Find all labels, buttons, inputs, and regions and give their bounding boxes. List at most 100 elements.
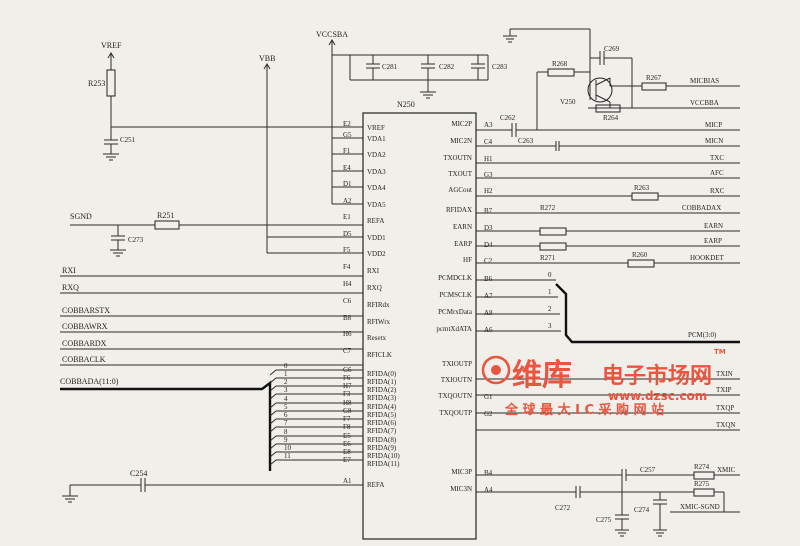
ic-left-pin-number: B8 <box>343 314 352 322</box>
watermark-logo-icon <box>481 355 511 385</box>
ic-left-pin-number: F4 <box>343 263 351 271</box>
ic-left-pin-number: D5 <box>343 230 352 238</box>
v250-label: V250 <box>560 98 576 106</box>
ic-right-pin-name: TXQOUTP <box>439 409 472 417</box>
ic-left-pin-name: RFICLK <box>367 351 392 359</box>
ic-left-pin-name: RFIDA(11) <box>367 460 400 468</box>
r251-resistor <box>154 220 180 230</box>
ic-left-pin-name: RFIDA(1) <box>367 378 397 386</box>
c254-label: C254 <box>130 469 147 478</box>
ic-left-pin-name: RFIDA(8) <box>367 436 397 444</box>
ic-left-pin-name: VREF <box>367 124 385 132</box>
xmic-label: XMIC <box>717 466 736 474</box>
r275-resistor <box>693 488 715 497</box>
ic-left-pin-number: F1 <box>343 147 351 155</box>
ic-right-pin-number: G2 <box>484 410 493 418</box>
bus-tap <box>269 402 277 409</box>
vbb-net: VBB <box>259 54 363 254</box>
bus-index-label: 8 <box>284 428 288 436</box>
rxi-label: RXI <box>62 266 76 275</box>
rxq-label: RXQ <box>62 283 79 292</box>
r272-resistor <box>539 227 567 236</box>
ic-left-pin-name: Resetx <box>367 334 387 342</box>
cobbawrx-label: COBBAWRX <box>62 322 108 331</box>
r271-label: R271 <box>540 254 556 262</box>
r272-label: R272 <box>540 204 556 212</box>
ic-left-pin-name: RFIDA(3) <box>367 394 397 402</box>
ic-right-pin-number: A6 <box>484 326 493 334</box>
r268-resistor <box>547 68 575 77</box>
watermark: 维库 电子市场网 TM www.dzsc.com 全 球 最 大 I C 采 购… <box>481 348 726 418</box>
r260-label: R260 <box>632 251 648 259</box>
ic-left-pin-number: C7 <box>343 347 352 355</box>
ic-left-pin-name: REFA <box>367 217 384 225</box>
bus-tap <box>269 393 277 400</box>
ic-left-pin-name: RFIDA(4) <box>367 403 397 411</box>
bus-index-label: 7 <box>284 419 288 427</box>
ic-left-pin-name: RFIDA(6) <box>367 419 397 427</box>
bus-tap <box>269 369 277 376</box>
txip-label: TXIP <box>716 386 732 394</box>
r253-label: R253 <box>88 79 105 88</box>
ic-left-pin-name: VDA1 <box>367 135 386 143</box>
c262-label: C262 <box>500 114 516 122</box>
bus-tap <box>269 410 277 417</box>
c274-label: C274 <box>634 506 650 514</box>
ic-left-pin-name: RFIDA(7) <box>367 427 397 435</box>
ic-right-pin-name: EARN <box>453 223 472 231</box>
micp-label: MICP <box>705 121 722 129</box>
txc-label: TXC <box>710 154 724 162</box>
r264-label: R264 <box>603 114 619 122</box>
bus-tap <box>269 418 277 425</box>
bus-index-label: 2 <box>284 378 288 386</box>
ic-body <box>362 112 477 540</box>
mic-bias-circuit: C269 R268 V250 R267 MICBIAS R264 VCCBBA <box>503 28 740 130</box>
ic-left-pin-name: VDA5 <box>367 201 386 209</box>
pcm-index-label: 1 <box>548 288 552 296</box>
ic-right-pin-name: MIC2N <box>450 137 472 145</box>
ic-right-pin-name: AGCout <box>448 186 472 194</box>
r274-resistor <box>693 471 715 480</box>
ic-right-pin-number: B6 <box>484 275 493 283</box>
bus-tap <box>269 459 277 466</box>
pcm-label: PCM(3:0) <box>688 331 717 339</box>
earp-label: EARP <box>704 237 722 245</box>
bus-index-label: 1 <box>284 370 288 378</box>
ic-right-pin-name: RFIDAX <box>446 206 472 214</box>
bus-tap <box>269 426 277 433</box>
sgnd-net: SGND R251 C273 <box>70 211 363 257</box>
ic-left-pin-name: RXQ <box>367 284 382 292</box>
left-signals: RXI RXQ COBBARSTX COBBAWRX COBBARDX COBB… <box>60 266 363 386</box>
cobbaclk-label: COBBACLK <box>62 355 106 364</box>
afc-label: AFC <box>710 169 724 177</box>
micbias-label: MICBIAS <box>690 77 719 85</box>
ic-right-pin-number: B7 <box>484 207 493 215</box>
bus-tap <box>269 451 277 458</box>
bus-index-label: 3 <box>284 386 288 394</box>
vref-label: VREF <box>101 41 122 50</box>
watermark-slogan: 全 球 最 大 I C 采 购 网 站 <box>504 402 664 418</box>
ic-right-pin-name: TXOUT <box>448 170 472 178</box>
ic-right-pin-name: MIC3P <box>451 468 472 476</box>
ic-right-pin-name: PCMDCLK <box>438 274 472 282</box>
ic-right-pin-number: A8 <box>484 309 493 317</box>
ic-right-pin-name: PCMrxData <box>438 308 473 316</box>
a1-net: C254 <box>62 469 363 503</box>
r263-label: R263 <box>634 184 650 192</box>
ic-ref: N250 <box>397 100 415 109</box>
ic-left-pin-number: A1 <box>343 477 352 485</box>
ic-left-pin-number: G5 <box>343 131 352 139</box>
c269-label: C269 <box>604 45 620 53</box>
bus-tap <box>269 385 277 392</box>
ic-left-pin-number: E4 <box>343 164 351 172</box>
ic-left-pin-number: C6 <box>343 297 352 305</box>
cobbadax-label: COBBADAX <box>682 204 721 212</box>
txqp-label: TXQP <box>716 404 734 412</box>
bus-index-label: 11 <box>284 452 291 460</box>
ic-right-pin-name: MIC3N <box>450 485 472 493</box>
